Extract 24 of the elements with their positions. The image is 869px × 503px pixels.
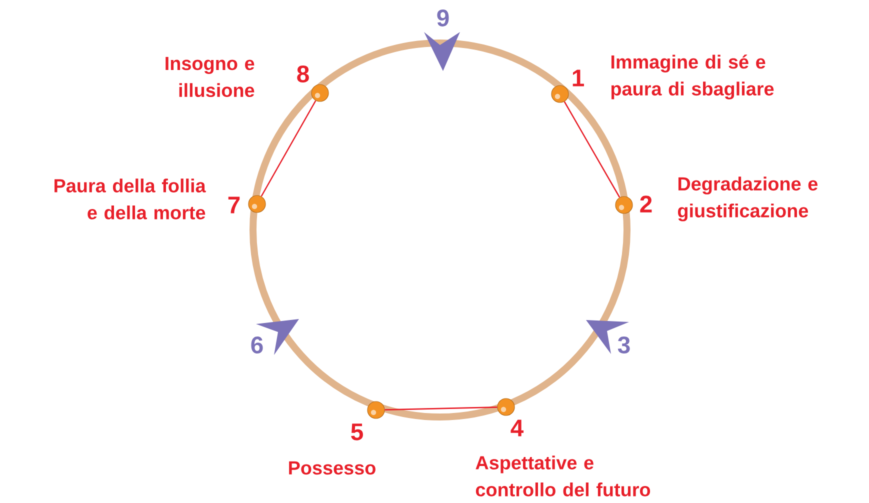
caption-text: Paura della follia e della morte [54, 178, 206, 220]
connector-line [384, 406, 498, 410]
caption-text: Degradazione e giustificazione [678, 176, 818, 222]
number-label: 3 [618, 336, 630, 354]
number-label: 2 [640, 196, 652, 212]
ball [497, 398, 515, 416]
caption-text: Possesso [289, 461, 376, 475]
caption-text: Immagine di sé e paura di sbagliare [611, 54, 774, 100]
number-label: 9 [437, 10, 449, 26]
ball [311, 84, 329, 102]
ball [615, 196, 633, 214]
ball [551, 85, 569, 103]
number-label: 5 [351, 424, 363, 440]
caption-text: Aspettative e controllo del futuro [476, 456, 650, 496]
number-label: 6 [251, 336, 263, 354]
connector-line [260, 100, 316, 197]
connector-line [564, 101, 620, 198]
number-label: 1 [572, 70, 584, 86]
number-label: 4 [510, 420, 524, 436]
number-label: 8 [297, 66, 309, 82]
number-label: 7 [228, 196, 240, 214]
ball [248, 195, 266, 213]
caption-text: Insogno e illusione [166, 56, 254, 98]
ball [367, 401, 385, 419]
